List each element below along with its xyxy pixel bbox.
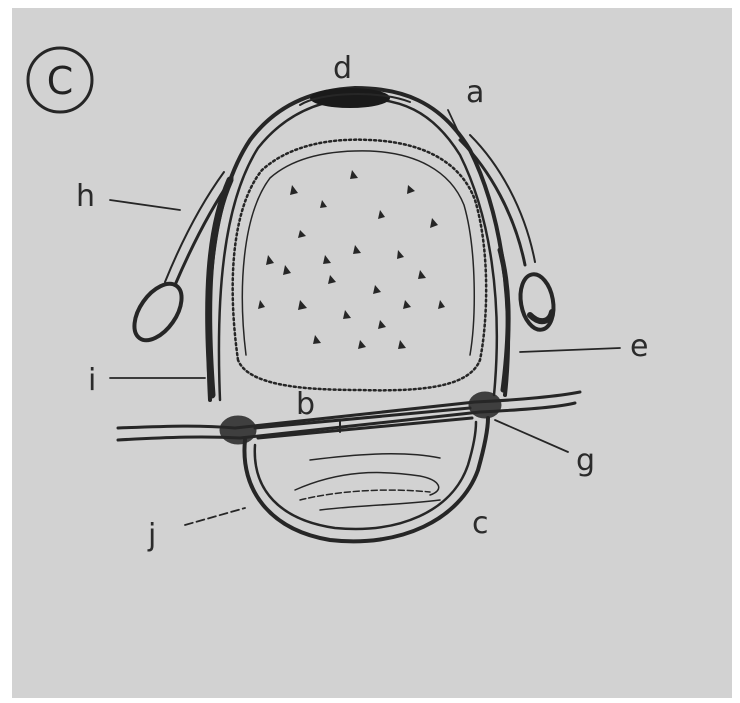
knot-right [469,392,501,418]
label-h: h [76,179,95,214]
label-c: c [472,506,489,541]
panel-label-letter: C [47,59,74,103]
label-g: g [576,443,595,478]
knot-left [220,416,256,444]
label-b: b [296,387,315,422]
label-a: a [466,75,484,110]
label-e: e [630,329,648,364]
label-j: j [147,518,156,553]
label-d: d [333,51,352,86]
label-i: i [88,363,96,398]
